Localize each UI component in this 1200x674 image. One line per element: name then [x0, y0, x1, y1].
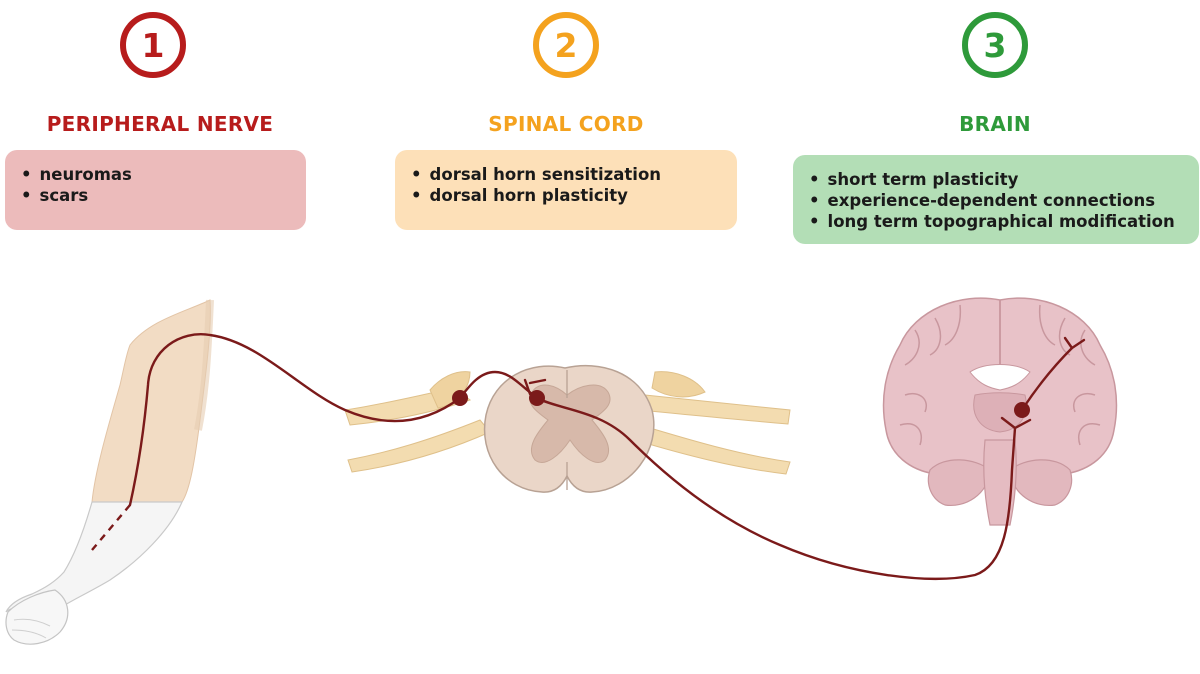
brain-illustration: [882, 297, 1118, 526]
stage-1-title: PERIPHERAL NERVE: [46, 112, 274, 136]
thalamic-neuron: [1014, 402, 1030, 418]
upper-arm: [91, 299, 211, 503]
spinal-cord-illustration: [344, 364, 791, 493]
stage-2-list: dorsal horn sensitization dorsal horn pl…: [411, 164, 723, 206]
cerebellum: [927, 459, 991, 507]
stage-3-item: long term topographical modification: [809, 211, 1185, 232]
stage-3-list: short term plasticity experience-depende…: [809, 169, 1185, 232]
dorsal-horn-neuron: [529, 390, 545, 406]
stage-3-number: 3: [983, 25, 1007, 65]
brainstem: [983, 439, 1017, 526]
stage-1-number: 1: [141, 25, 165, 65]
stage-2-title: SPINAL CORD: [488, 112, 644, 136]
stage-2-box: dorsal horn sensitization dorsal horn pl…: [395, 150, 737, 230]
stage-3-title: BRAIN: [959, 112, 1031, 136]
phantom-hand: [5, 589, 69, 645]
stage-2-item: dorsal horn sensitization: [411, 164, 723, 185]
stage-3-number-circle: 3: [962, 12, 1028, 78]
dorsal-root-ganglion-neuron: [452, 390, 468, 406]
stage-1-item: neuromas: [21, 164, 292, 185]
amputated-arm-illustration: [5, 299, 214, 645]
stage-2-item: dorsal horn plasticity: [411, 185, 723, 206]
stage-3-box: short term plasticity experience-depende…: [793, 155, 1199, 244]
stage-3-item: experience-dependent connections: [809, 190, 1185, 211]
stage-3-item: short term plasticity: [809, 169, 1185, 190]
stage-2-number: 2: [554, 25, 578, 65]
stage-1-item: scars: [21, 185, 292, 206]
stage-1-list: neuromas scars: [21, 164, 292, 206]
stage-1-box: neuromas scars: [5, 150, 306, 230]
neural-pathway: [128, 333, 1086, 580]
stage-1-number-circle: 1: [120, 12, 186, 78]
stage-2-number-circle: 2: [533, 12, 599, 78]
